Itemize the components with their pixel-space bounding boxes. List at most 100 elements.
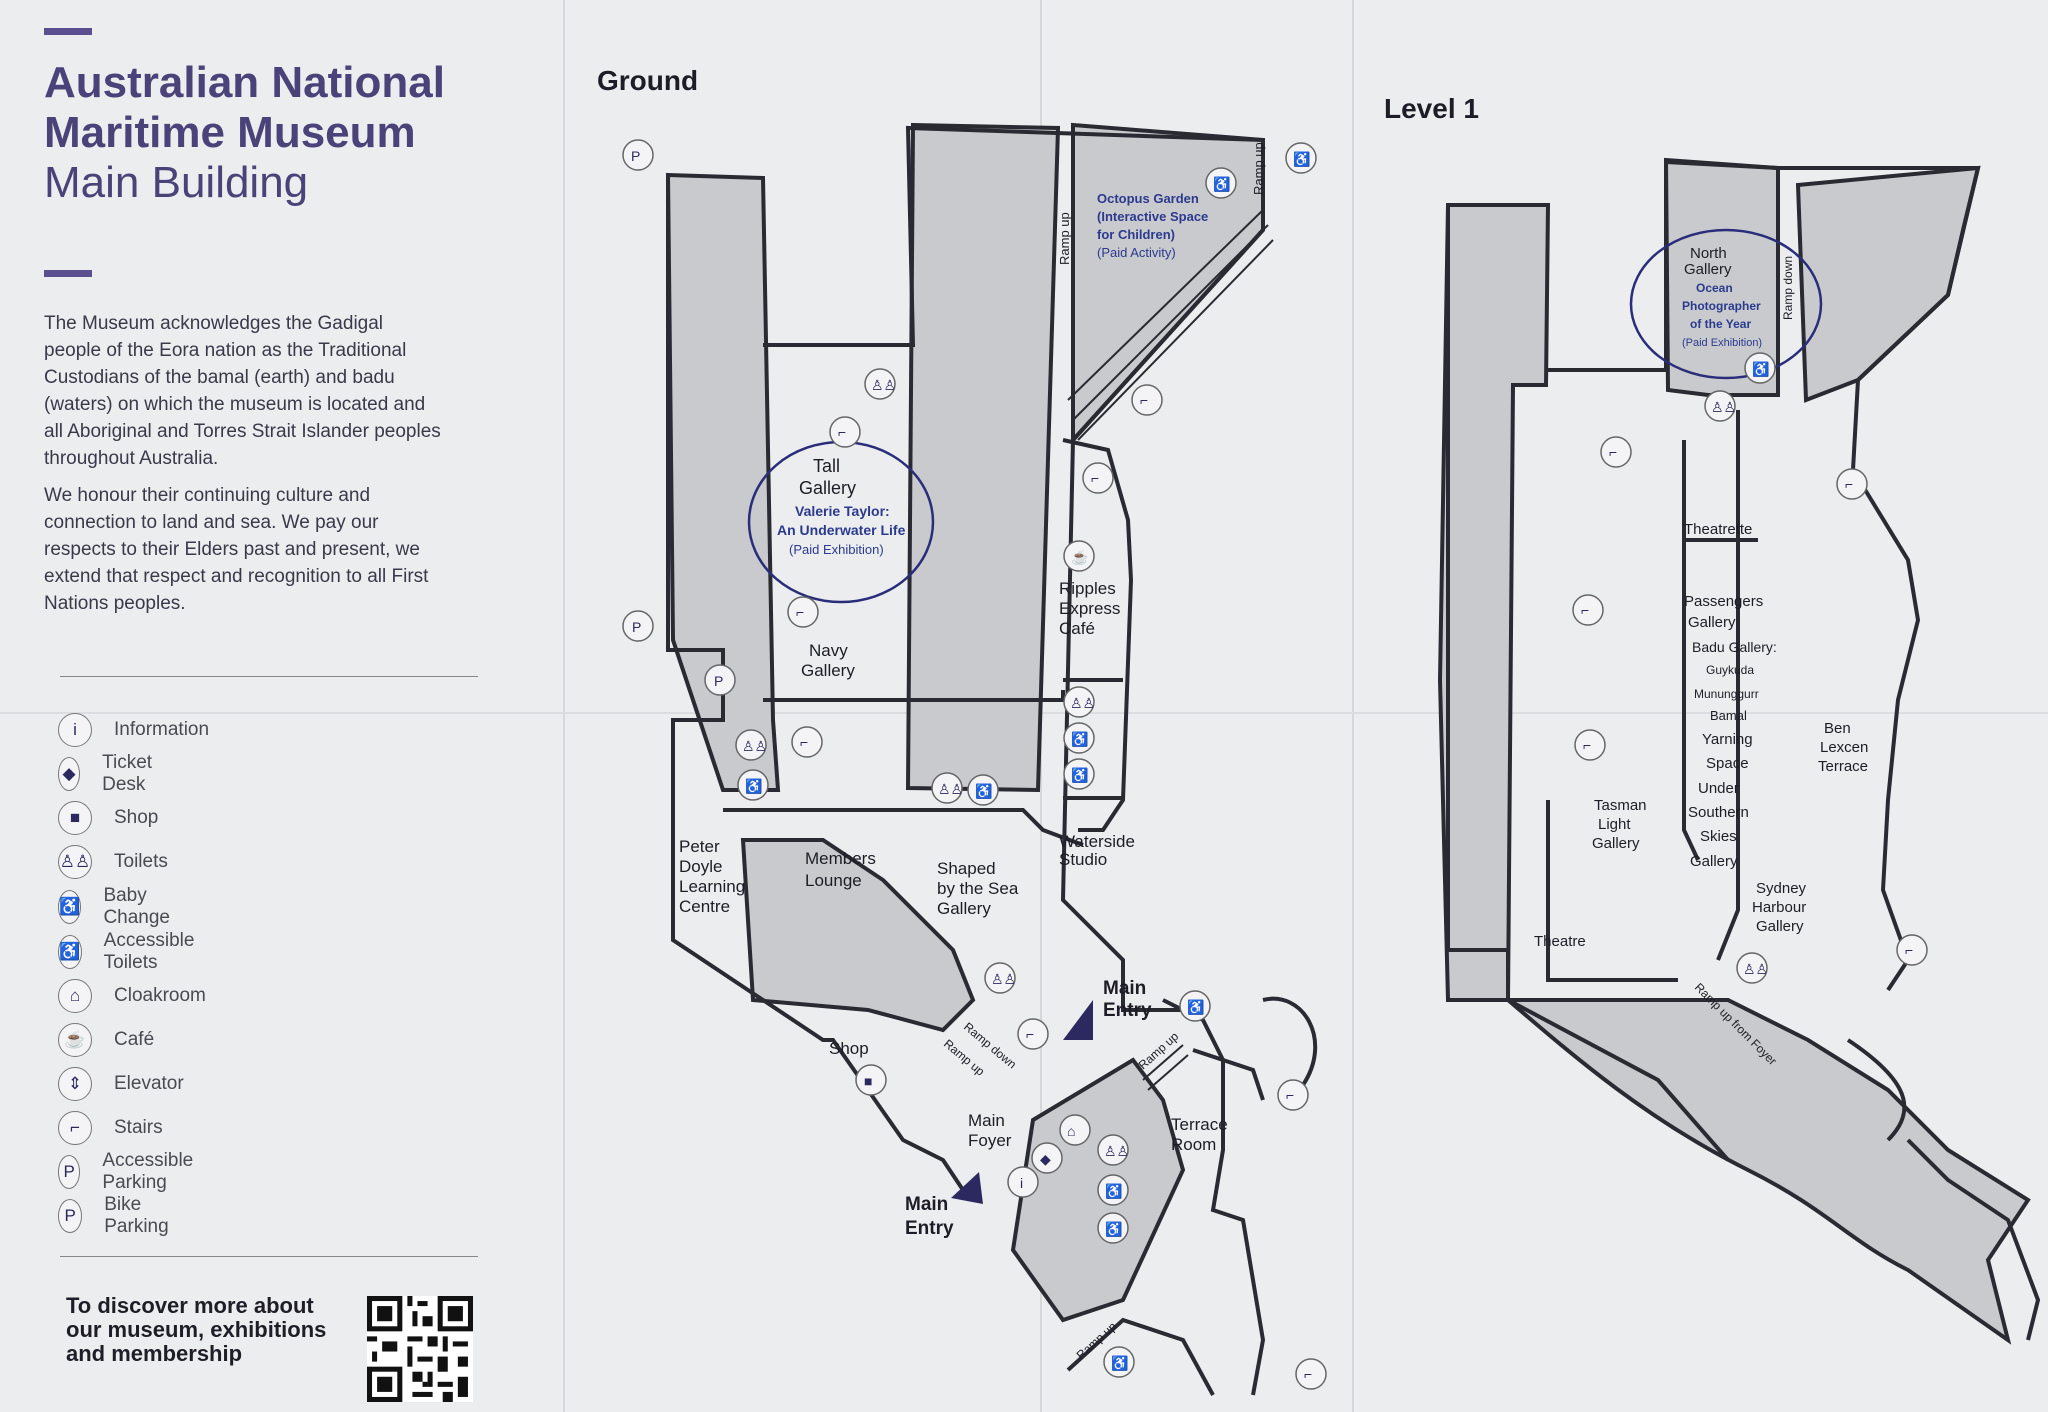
svg-text:⌐: ⌐ (1304, 1366, 1312, 1382)
stairs-icon[interactable]: ⌐ (1572, 594, 1604, 626)
svg-text:Theatre: Theatre (1534, 933, 1586, 950)
stairs-icon[interactable]: ⌐ (1131, 384, 1163, 416)
svg-text:Guykuda: Guykuda (1706, 663, 1754, 677)
svg-text:Studio: Studio (1059, 850, 1107, 869)
legend-item: ☕Café (58, 1020, 154, 1060)
baby-change-icon[interactable]: ♿ (967, 774, 999, 806)
stairs-icon[interactable]: ⌐ (1295, 1358, 1327, 1390)
svg-text:♿: ♿ (745, 778, 762, 795)
cafe-cup-icon[interactable]: ☕ (1063, 540, 1095, 572)
svg-text:Theatrette: Theatrette (1684, 521, 1752, 538)
accessible-icon[interactable]: ♿ (1103, 1346, 1135, 1378)
stair-curve (1262, 996, 1318, 1087)
accessible-icon[interactable]: ♿ (737, 769, 769, 801)
toilets-icon[interactable]: ♙♙ (931, 772, 963, 804)
toilets-icon[interactable]: ♙♙ (1097, 1134, 1129, 1166)
svg-text:⌐: ⌐ (800, 734, 808, 750)
svg-text:⌐: ⌐ (1286, 1087, 1294, 1103)
accessible-icon[interactable]: ♿ (1285, 142, 1317, 174)
map-pictograms: P ♙♙ ⌐ ⌐ P P ♙♙ ⌐ ♿ ♙♙ ♿ ♿ ♿ ⌐ ⌐ ☕ ♙♙ ♿ … (622, 139, 1327, 1390)
toilets-icon[interactable]: ♙♙ (864, 368, 896, 400)
svg-text:Members: Members (805, 849, 876, 868)
west-wall (666, 175, 965, 1192)
bike-parking-icon[interactable]: P (622, 610, 654, 642)
svg-text:♙♙: ♙♙ (1104, 1143, 1129, 1159)
toilets-icon[interactable]: ♙♙ (735, 729, 767, 761)
accent-bar (44, 270, 92, 277)
svg-text:⌐: ⌐ (1845, 476, 1853, 492)
svg-text:Gallery: Gallery (1684, 261, 1732, 278)
central-partition (1716, 410, 1740, 961)
stairs-icon[interactable]: ⌐ (829, 416, 861, 448)
svg-text:☕: ☕ (1071, 548, 1088, 566)
svg-text:Shop: Shop (829, 1039, 869, 1058)
stairs-icon[interactable]: ⌐ (1277, 1079, 1309, 1111)
information-icon[interactable]: i (1007, 1166, 1039, 1198)
svg-text:⌐: ⌐ (1609, 444, 1617, 460)
museum-title: Australian National Maritime Museum (44, 58, 445, 157)
svg-text:Main: Main (968, 1111, 1005, 1130)
map-pictograms: ⌐ ♙♙ ♿ ⌐ ⌐ ⌐ ♙♙ ⌐ (1572, 352, 1928, 984)
svg-text:♿: ♿ (1105, 1221, 1122, 1238)
foyer-curve (1846, 1038, 1907, 1142)
svg-text:Gallery: Gallery (801, 661, 855, 680)
bike-parking-icon: P (58, 1199, 83, 1233)
exhibition-circle-marker (1629, 228, 1823, 380)
toilets-icon[interactable]: ♙♙ (1704, 390, 1736, 422)
stairs-icon[interactable]: ⌐ (1836, 468, 1868, 500)
baby-change-icon: ♿ (58, 890, 82, 924)
bike-parking-icon[interactable]: P (704, 664, 736, 696)
qr-code-icon[interactable] (364, 1296, 476, 1402)
svg-text:(Paid Exhibition): (Paid Exhibition) (789, 542, 884, 557)
svg-text:■: ■ (864, 1073, 872, 1089)
svg-text:Centre: Centre (679, 897, 730, 916)
cloakroom-icon[interactable]: ⌂ (1059, 1114, 1091, 1146)
ticket-icon[interactable]: ◆ (1031, 1142, 1063, 1174)
stairs-icon[interactable]: ⌐ (1082, 462, 1114, 494)
toilets-icon[interactable]: ♙♙ (1063, 686, 1095, 718)
stairs-icon[interactable]: ⌐ (791, 726, 823, 758)
stairs-icon[interactable]: ⌐ (787, 596, 819, 628)
svg-text:⌐: ⌐ (796, 604, 804, 620)
stairs-icon[interactable]: ⌐ (1896, 934, 1928, 966)
ground-floor-map: Ground Octopus Garden (Interactive Space… (597, 65, 1327, 1396)
svg-text:♿: ♿ (1071, 767, 1088, 784)
baby-change-icon[interactable]: ♿ (1097, 1174, 1129, 1206)
svg-text:♙♙: ♙♙ (1743, 961, 1768, 977)
accessible-parking-icon[interactable]: P (622, 139, 654, 171)
svg-text:Gallery: Gallery (1690, 853, 1738, 870)
svg-text:Ramp up: Ramp up (1251, 142, 1266, 195)
stairs-icon[interactable]: ⌐ (1574, 729, 1606, 761)
accessible-icon[interactable]: ♿ (1744, 352, 1776, 384)
baby-change-icon[interactable]: ♿ (1063, 722, 1095, 754)
shop-bag-icon[interactable]: ■ (855, 1064, 887, 1096)
svg-text:Café: Café (1059, 619, 1095, 638)
accessible-icon[interactable]: ♿ (1063, 758, 1095, 790)
toilets-icon[interactable]: ♙♙ (1736, 952, 1768, 984)
accessible-icon[interactable]: ♿ (1097, 1212, 1129, 1244)
stairs-icon[interactable]: ⌐ (1017, 1018, 1049, 1050)
accessible-icon[interactable]: ♿ (1179, 990, 1211, 1022)
gallery-divider (763, 690, 1065, 702)
toilets-icon[interactable]: ♙♙ (984, 962, 1016, 994)
svg-text:Main: Main (1103, 978, 1146, 999)
svg-text:♙♙: ♙♙ (742, 738, 767, 754)
svg-text:Ripples: Ripples (1059, 579, 1116, 598)
svg-text:Mununggurr: Mununggurr (1694, 687, 1759, 701)
elevator-icon: ⇕ (58, 1067, 92, 1101)
svg-text:Ocean: Ocean (1696, 281, 1733, 295)
accessible-icon[interactable]: ♿ (1205, 167, 1237, 199)
south-wall (1906, 1138, 2041, 1341)
stairs-icon[interactable]: ⌐ (1600, 436, 1632, 468)
svg-text:An Underwater Life: An Underwater Life (777, 522, 906, 538)
svg-text:Photographer: Photographer (1682, 299, 1761, 313)
legend-item: ⌐Stairs (58, 1108, 163, 1148)
svg-text:Shaped: Shaped (937, 859, 996, 878)
svg-text:P: P (632, 619, 641, 635)
tall-gallery-wing (665, 172, 781, 792)
terrace-wall-2 (1192, 1048, 1265, 1101)
paper-fold (1352, 0, 1354, 1412)
accent-bar (44, 28, 92, 35)
svg-text:Octopus Garden: Octopus Garden (1097, 191, 1199, 206)
